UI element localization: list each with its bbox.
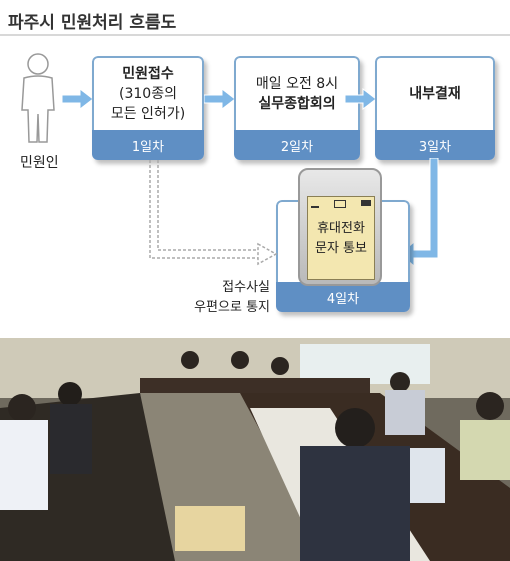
step1-detail-line2: 모든 인허가) xyxy=(110,106,186,122)
meeting-photo xyxy=(0,338,510,561)
step2-title: 실무종합회의 xyxy=(258,96,336,112)
arrow-step2-to-step3 xyxy=(345,88,377,110)
step3-day: 3일차 xyxy=(375,130,495,160)
arrow-citizen-to-step1 xyxy=(62,88,94,110)
step2-card: 매일 오전 8시 실무종합회의 2일차 xyxy=(234,56,360,160)
step1-card: 민원접수 (310종의 모든 인허가) 1일차 xyxy=(92,56,204,160)
step1-detail-line1: (310종의 xyxy=(119,86,177,102)
message-icon xyxy=(334,200,346,208)
step4-day: 4일차 xyxy=(276,282,410,312)
phone-message: 휴대전화 문자 통보 xyxy=(308,219,374,259)
step3-content: 내부결재 xyxy=(375,56,495,130)
dashed-mail-arrow xyxy=(149,160,278,266)
battery-icon xyxy=(361,200,371,206)
step1-day: 1일차 xyxy=(92,130,204,160)
phone-message-line1: 휴대전화 xyxy=(317,221,365,236)
phone-status-bar xyxy=(311,200,371,208)
title-divider xyxy=(0,34,510,36)
mail-notice-label: 접수사실 우편으로 통지 xyxy=(178,278,270,318)
diagram-title: 파주시 민원처리 흐름도 xyxy=(8,13,177,33)
mobile-phone-illustration: 휴대전화 문자 통보 xyxy=(298,168,382,286)
step1-content: 민원접수 (310종의 모든 인허가) xyxy=(92,56,204,130)
step2-content: 매일 오전 8시 실무종합회의 xyxy=(234,56,360,130)
phone-screen: 휴대전화 문자 통보 xyxy=(307,196,375,280)
citizen-person-icon xyxy=(21,53,55,143)
arrow-step1-to-step2 xyxy=(204,88,236,110)
step3-card: 내부결재 3일차 xyxy=(375,56,495,160)
step1-title: 민원접수 xyxy=(122,66,174,82)
step2-time: 매일 오전 8시 xyxy=(255,76,339,92)
signal-icon xyxy=(311,200,319,208)
step2-day: 2일차 xyxy=(234,130,360,160)
mail-notice-line2: 우편으로 통지 xyxy=(194,300,270,315)
citizen-label: 민원인 xyxy=(20,155,59,171)
phone-message-line2: 문자 통보 xyxy=(315,241,367,256)
mail-notice-line1: 접수사실 xyxy=(222,280,270,295)
step3-title: 내부결재 xyxy=(409,86,461,102)
